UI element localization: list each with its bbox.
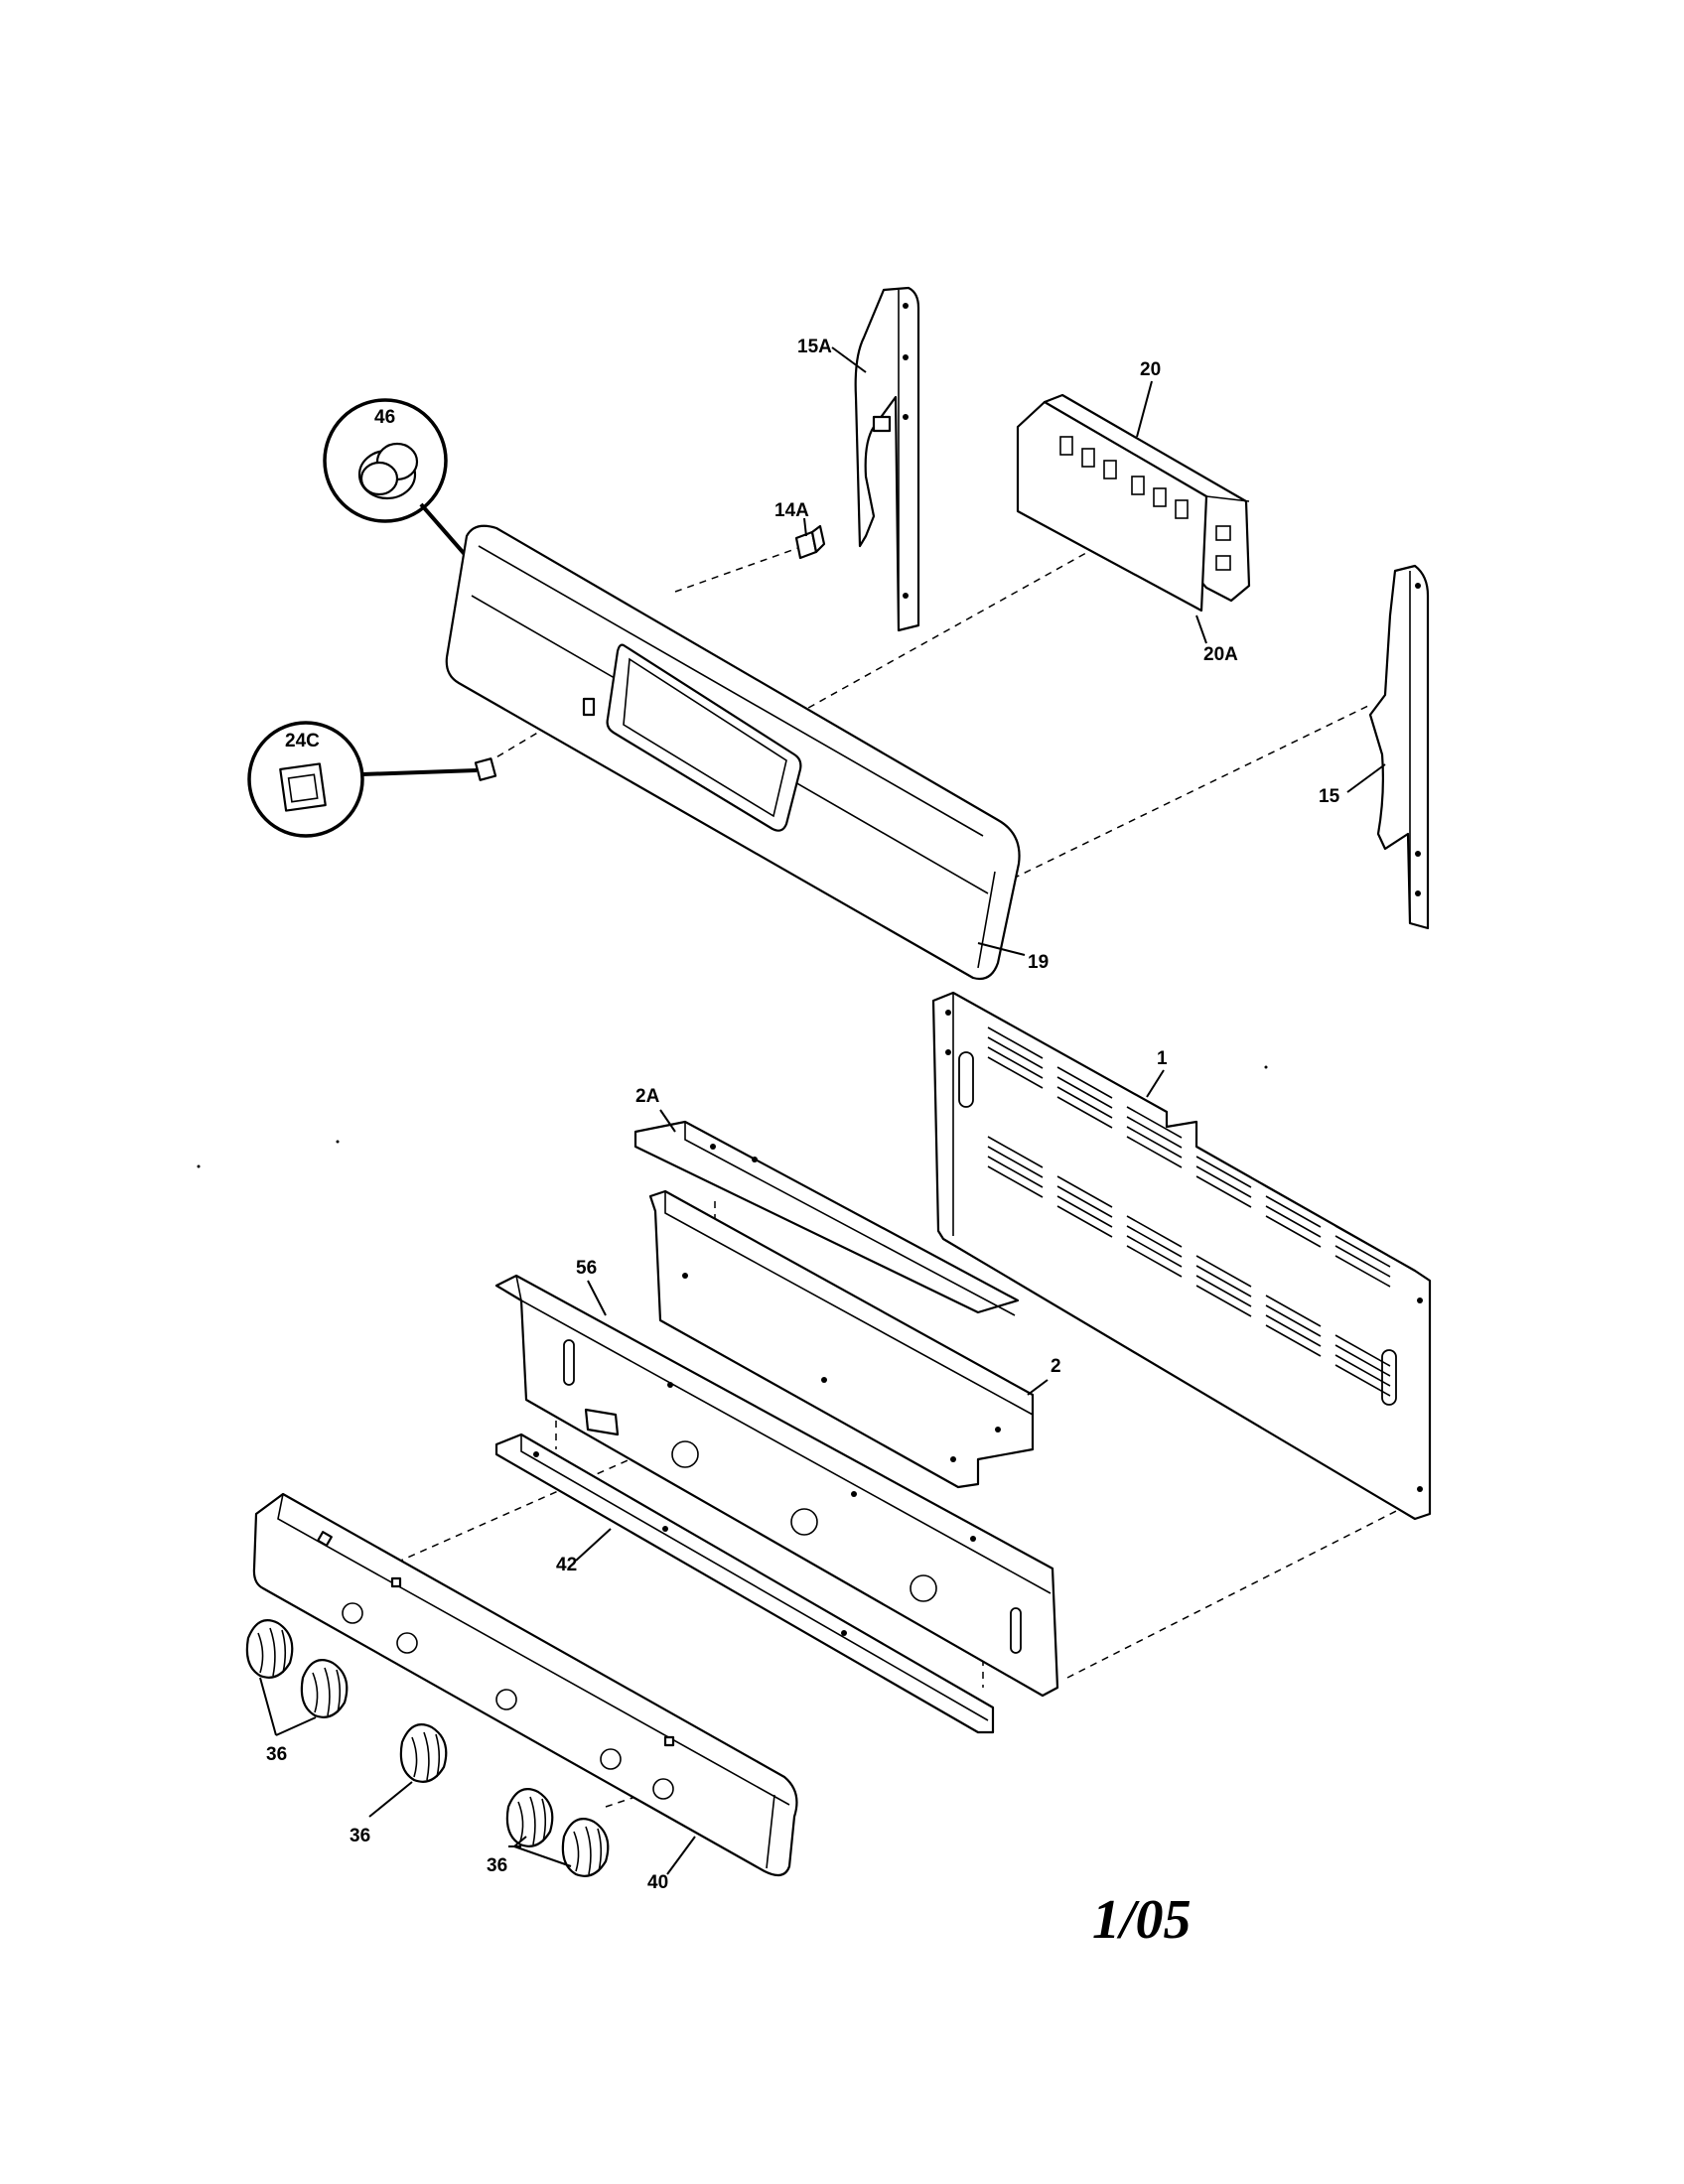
part-42-channel: 42	[494, 1433, 995, 1734]
knob-3	[399, 1723, 448, 1783]
label-1: 1	[1157, 1048, 1168, 1069]
label-20: 20	[1140, 359, 1161, 380]
label-56: 56	[576, 1258, 597, 1279]
revision-date: 1/05	[1092, 1889, 1192, 1951]
label-2: 2	[1051, 1356, 1061, 1377]
part-40-knob-panel: 40	[252, 1492, 798, 1893]
label-36-first: 36	[266, 1744, 287, 1765]
label-42: 42	[556, 1555, 577, 1575]
label-15a: 15A	[797, 337, 832, 357]
part-2-inner-panel: 2	[648, 1189, 1061, 1489]
part-15-bracket: 15	[1319, 564, 1430, 930]
part-19-control-panel: 19	[445, 524, 1049, 981]
label-40: 40	[647, 1872, 668, 1893]
part-56-manifold-panel: 56	[494, 1258, 1059, 1698]
knob-2	[300, 1659, 349, 1718]
part-2a-trim: 2A	[633, 1086, 1020, 1316]
part-36-knobs: 36 36 36	[245, 1619, 610, 1877]
label-19: 19	[1028, 952, 1049, 973]
vent-louvers	[987, 1026, 1391, 1397]
label-36-third: 36	[487, 1855, 507, 1876]
label-15: 15	[1319, 786, 1340, 807]
label-2a: 2A	[635, 1086, 660, 1107]
part-24c-inset: 24C	[247, 721, 497, 838]
part-14a-switch: 14A	[774, 500, 826, 560]
label-46: 46	[374, 407, 395, 428]
knob-1	[245, 1619, 294, 1679]
knob-5	[561, 1818, 610, 1877]
part-46-inset: 46	[323, 398, 586, 688]
label-20a: 20A	[1203, 644, 1238, 665]
part-1-rear-panel: 1	[931, 991, 1432, 1521]
part-15a-bracket: 15A	[797, 286, 920, 632]
label-24c: 24C	[285, 731, 320, 751]
label-14a: 14A	[774, 500, 809, 521]
part-20-control-board: 20 20A	[1016, 359, 1251, 665]
knob-4	[505, 1788, 554, 1847]
label-36-second: 36	[350, 1826, 370, 1846]
